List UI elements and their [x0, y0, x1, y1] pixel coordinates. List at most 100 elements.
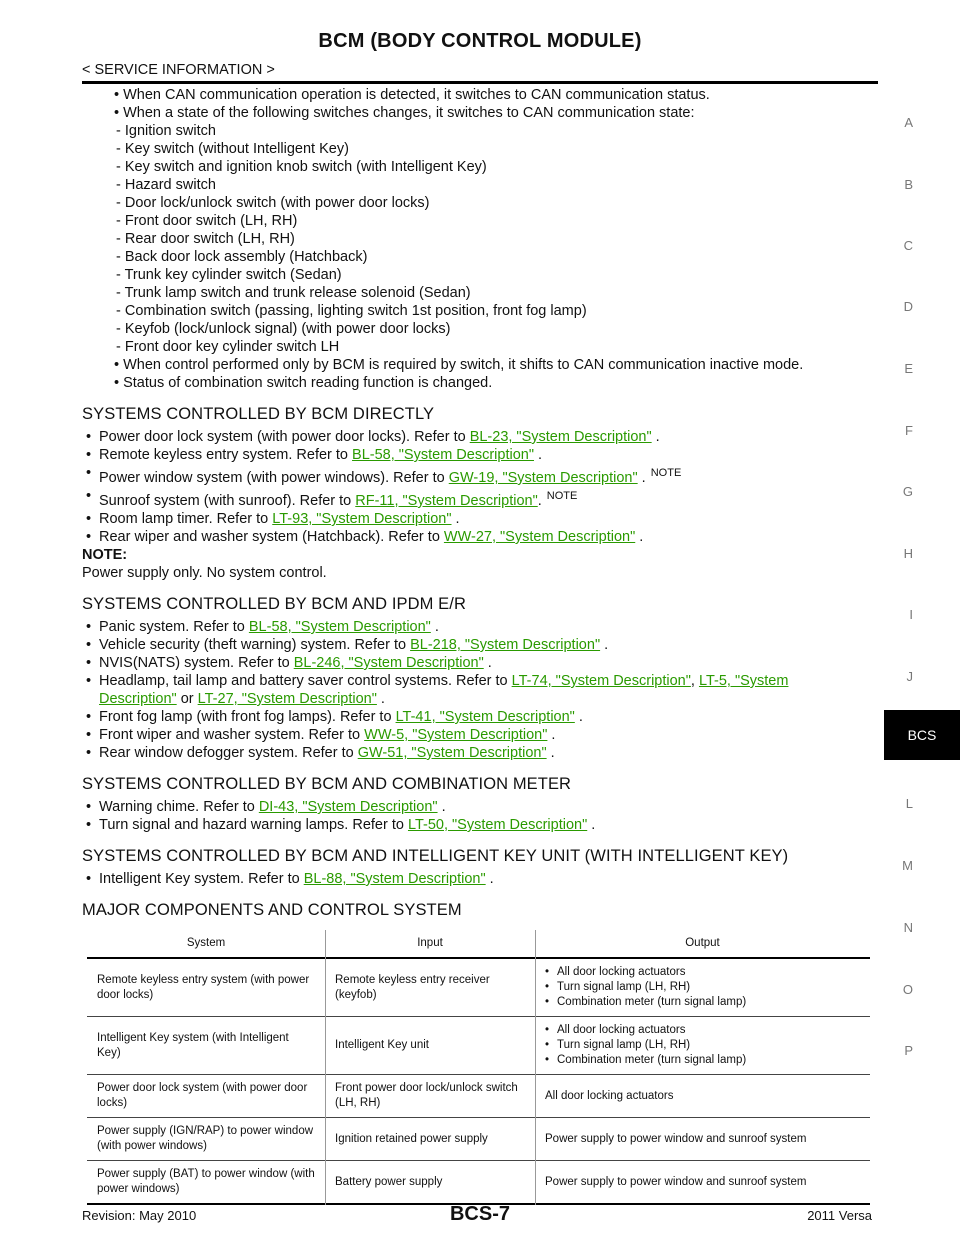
- column-header: System: [87, 930, 325, 959]
- section-list: Panic system. Refer to BL-58, "System De…: [82, 618, 882, 672]
- switch-list-item: - Rear door switch (LH, RH): [116, 231, 295, 247]
- column-header: Output: [535, 930, 870, 959]
- switch-list-item: - Ignition switch: [116, 123, 216, 139]
- footer-revision: Revision: May 2010: [82, 1208, 197, 1223]
- reference-link[interactable]: BL-23, "System Description": [469, 429, 652, 445]
- reference-link[interactable]: LT-27, "System Description": [197, 691, 377, 707]
- page-subtitle: < SERVICE INFORMATION >: [82, 62, 275, 78]
- side-index-letter[interactable]: A: [904, 115, 913, 130]
- list-item: Vehicle security (theft warning) system.…: [82, 636, 882, 654]
- table-cell-input: Front power door lock/unlock switch (LH,…: [325, 1074, 535, 1118]
- side-index-letter[interactable]: J: [906, 669, 914, 684]
- list-item: Rear window defogger system. Refer to GW…: [82, 744, 882, 762]
- output-item: Power supply to power window and sunroof…: [545, 1175, 807, 1188]
- switch-list-item: - Trunk key cylinder switch (Sedan): [116, 267, 342, 283]
- side-index: A B C D E F G H I J L M N O P: [890, 0, 960, 1242]
- switch-list: - Ignition switch - Key switch (without I…: [82, 122, 882, 356]
- list-item: Front fog lamp (with front fog lamps). R…: [82, 708, 882, 726]
- reference-link[interactable]: Description": [99, 691, 177, 707]
- reference-link[interactable]: LT-41, "System Description": [395, 709, 575, 725]
- list-item: Power window system (with power windows)…: [82, 464, 882, 487]
- output-item: Turn signal lamp (LH, RH): [545, 980, 860, 995]
- side-index-letter[interactable]: N: [903, 920, 913, 935]
- note-marker: NOTE: [546, 490, 578, 502]
- reference-link[interactable]: BL-88, "System Description": [303, 871, 486, 887]
- side-index-letter[interactable]: C: [903, 238, 913, 253]
- side-index-letter[interactable]: O: [902, 982, 913, 997]
- intro-bullet: • Status of combination switch reading f…: [114, 375, 493, 391]
- table-cell-system: Power door lock system (with power door …: [87, 1074, 325, 1118]
- output-item: Power supply to power window and sunroof…: [545, 1132, 807, 1145]
- table-row: Power door lock system (with power door …: [87, 1074, 870, 1118]
- side-index-letter[interactable]: B: [904, 177, 913, 192]
- table-cell-system: Power supply (BAT) to power window (with…: [87, 1160, 325, 1205]
- switch-list-item: - Key switch (without Intelligent Key): [116, 141, 349, 157]
- reference-link[interactable]: GW-51, "System Description": [357, 745, 547, 761]
- components-table: System Input Output Remote keyless entry…: [87, 930, 870, 1205]
- main-content: • When CAN communication operation is de…: [82, 82, 882, 924]
- section-heading: SYSTEMS CONTROLLED BY BCM AND COMBINATIO…: [82, 775, 572, 793]
- column-header: Input: [325, 930, 535, 959]
- side-index-letter[interactable]: F: [905, 423, 913, 438]
- reference-link[interactable]: GW-19, "System Description": [448, 470, 638, 486]
- side-index-letter[interactable]: D: [903, 299, 913, 314]
- reference-link[interactable]: LT-50, "System Description": [407, 817, 588, 833]
- output-item: All door locking actuators: [545, 965, 860, 980]
- header-rule: [82, 81, 878, 84]
- switch-list-item: - Combination switch (passing, lighting …: [116, 303, 587, 319]
- list-item: Room lamp timer. Refer to LT-93, "System…: [82, 510, 882, 528]
- side-index-letter[interactable]: E: [904, 361, 913, 376]
- side-index-letter[interactable]: M: [902, 858, 913, 873]
- table-row: Intelligent Key system (with Intelligent…: [87, 1016, 870, 1075]
- side-index-letter[interactable]: H: [903, 546, 913, 561]
- side-index-letter[interactable]: G: [902, 484, 913, 499]
- output-item: Combination meter (turn signal lamp): [545, 995, 860, 1010]
- reference-link[interactable]: LT-5, "System: [698, 673, 789, 689]
- switch-list-item: - Door lock/unlock switch (with power do…: [116, 195, 430, 211]
- table-cell-input: Battery power supply: [325, 1160, 535, 1205]
- reference-link[interactable]: WW-5, "System Description": [364, 727, 548, 743]
- reference-link[interactable]: BL-58, "System Description": [248, 619, 431, 635]
- section-heading: SYSTEMS CONTROLLED BY BCM AND INTELLIGEN…: [82, 847, 789, 865]
- reference-link[interactable]: BL-218, "System Description": [410, 637, 601, 653]
- side-index-letter[interactable]: L: [905, 796, 913, 811]
- reference-link[interactable]: DI-43, "System Description": [258, 799, 438, 815]
- switch-list-item: - Trunk lamp switch and trunk release so…: [116, 285, 471, 301]
- list-item: Power door lock system (with power door …: [82, 428, 882, 446]
- table-row: Power supply (BAT) to power window (with…: [87, 1160, 870, 1205]
- output-item: All door locking actuators: [545, 1089, 674, 1102]
- output-item: Combination meter (turn signal lamp): [545, 1053, 860, 1068]
- footer-model: 2011 Versa: [807, 1208, 872, 1223]
- reference-link[interactable]: BL-58, "System Description": [352, 447, 534, 463]
- table-cell-system: Remote keyless entry system (with power …: [87, 958, 325, 1017]
- list-item: Panic system. Refer to BL-58, "System De…: [82, 618, 882, 636]
- side-index-letter[interactable]: I: [909, 607, 913, 622]
- list-item: NVIS(NATS) system. Refer to BL-246, "Sys…: [82, 654, 882, 672]
- switch-list-item: - Front door key cylinder switch LH: [116, 339, 340, 355]
- section-heading: SYSTEMS CONTROLLED BY BCM DIRECTLY: [82, 405, 435, 423]
- switch-list-item: - Keyfob (lock/unlock signal) (with powe…: [116, 321, 451, 337]
- reference-link[interactable]: BL-246, "System Description": [293, 655, 484, 671]
- section-list: Intelligent Key system. Refer to BL-88, …: [82, 870, 882, 888]
- page-title: BCM (BODY CONTROL MODULE): [318, 30, 642, 52]
- reference-link[interactable]: RF-11, "System Description": [355, 493, 538, 509]
- table-cell-output: Power supply to power window and sunroof…: [535, 1160, 870, 1205]
- reference-link[interactable]: LT-93, "System Description": [272, 511, 452, 527]
- section-list: Warning chime. Refer to DI-43, "System D…: [82, 798, 882, 834]
- switch-list-item: - Key switch and ignition knob switch (w…: [116, 159, 487, 175]
- table-header-row: System Input Output: [87, 930, 870, 959]
- list-item: Warning chime. Refer to DI-43, "System D…: [82, 798, 882, 816]
- list-item: Front wiper and washer system. Refer to …: [82, 726, 882, 744]
- section-list: Power door lock system (with power door …: [82, 428, 882, 546]
- side-index-letter[interactable]: P: [904, 1043, 913, 1058]
- reference-link[interactable]: LT-74, "System Description": [511, 673, 691, 689]
- reference-link[interactable]: WW-27, "System Description": [443, 529, 636, 545]
- table-cell-output: All door locking actuatorsTurn signal la…: [535, 958, 870, 1017]
- table-cell-system: Intelligent Key system (with Intelligent…: [87, 1016, 325, 1075]
- section-tab-bcs[interactable]: BCS: [884, 710, 960, 760]
- list-item: Rear wiper and washer system (Hatchback)…: [82, 528, 882, 546]
- list-item: Headlamp, tail lamp and battery saver co…: [82, 672, 882, 690]
- table-cell-output: All door locking actuators: [535, 1074, 870, 1118]
- list-item: Remote keyless entry system. Refer to BL…: [82, 446, 882, 464]
- note-label: NOTE:: [82, 547, 128, 563]
